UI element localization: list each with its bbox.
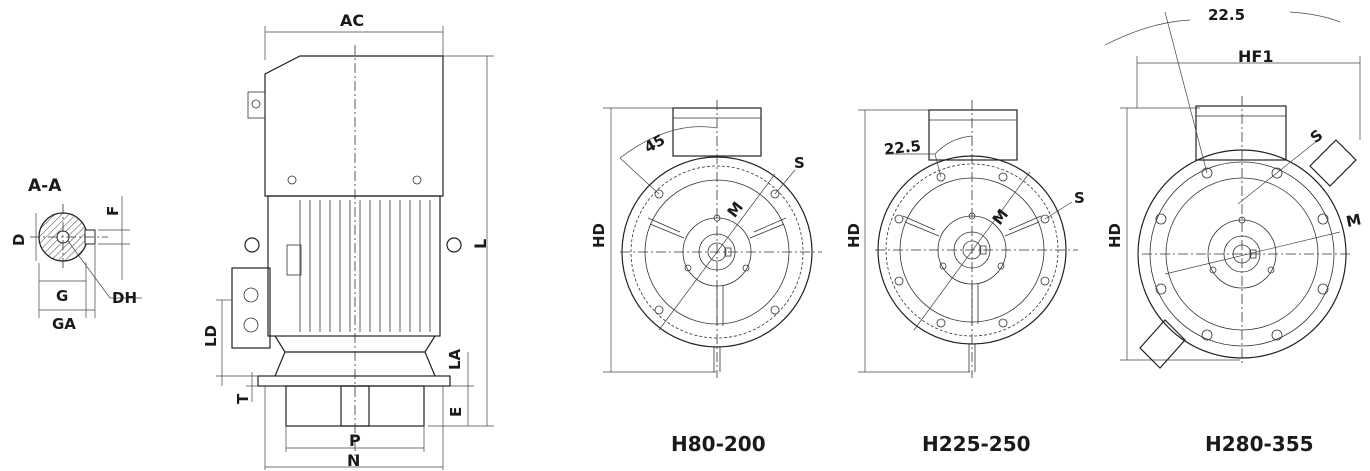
dim-s-leader xyxy=(774,169,796,195)
dim-g-label: G xyxy=(56,287,68,305)
angle-arc xyxy=(934,135,973,155)
lifting-eye-right xyxy=(446,237,462,253)
bolt-holes xyxy=(654,189,780,315)
angle-label: 45 xyxy=(641,131,668,157)
dim-m-label: M xyxy=(724,198,747,221)
cover-bracket-bolt xyxy=(251,99,261,109)
dim-d-label: D xyxy=(10,234,28,246)
drain-plug xyxy=(713,347,721,372)
dim-m-line xyxy=(658,173,776,331)
dim-dh-label: DH xyxy=(112,289,137,307)
output-shaft xyxy=(340,385,370,427)
dim-m-label: M xyxy=(989,206,1012,229)
bolt-holes xyxy=(1155,167,1329,341)
dim-hd-label: HD xyxy=(1106,223,1124,248)
front-view-h280-355: HF1 HD xyxy=(1104,6,1363,456)
cover-bracket xyxy=(247,91,266,119)
dim-m-line xyxy=(1164,231,1341,275)
dim-hd-label: HD xyxy=(845,223,863,248)
motor-frame xyxy=(267,195,441,337)
lifting-eye-left xyxy=(244,237,260,253)
bolt-holes xyxy=(894,172,1050,328)
angle-label: 22.5 xyxy=(1208,6,1245,24)
terminal-box xyxy=(928,109,1018,161)
end-shield xyxy=(274,335,436,353)
angle-arc xyxy=(619,126,718,159)
nameplate xyxy=(286,244,302,276)
fan-cover xyxy=(264,55,444,197)
terminal-box xyxy=(231,267,271,349)
dim-ld-label: LD xyxy=(202,325,220,347)
dim-hd-label: HD xyxy=(590,223,608,248)
lifting-arm-upper xyxy=(1309,139,1357,187)
dim-la-label: LA xyxy=(446,348,464,370)
cooling-fins xyxy=(299,200,431,332)
dim-s-label: S xyxy=(1074,189,1085,207)
caption: H280-355 xyxy=(1205,432,1314,456)
angle-arc-right xyxy=(1289,11,1341,23)
angle-label: 22.5 xyxy=(883,137,922,159)
section-title: A-A xyxy=(28,176,62,196)
front-view-h80-200: HD 45 M xyxy=(590,100,822,456)
dim-s-label: S xyxy=(794,154,805,172)
front-view-h225-250: HD 22.5 M S xyxy=(845,100,1085,456)
shaft-center xyxy=(707,242,727,262)
dim-n-label: N xyxy=(347,451,360,470)
drain-plug xyxy=(968,344,976,372)
cover-screw-1 xyxy=(287,175,297,185)
dim-f-label: F xyxy=(104,206,122,216)
dim-hf1-label: HF1 xyxy=(1238,47,1273,66)
section-view-a-a: A-A D F G GA DH xyxy=(10,176,142,333)
dim-t-label: T xyxy=(234,393,252,404)
angle-arc-left xyxy=(1104,19,1191,46)
terminal-box xyxy=(1195,105,1287,161)
angle-ray xyxy=(934,153,942,178)
mounting-flange xyxy=(257,375,451,387)
dim-m-label: M xyxy=(1344,210,1362,231)
dim-s-leader xyxy=(1044,201,1073,220)
angle-ray xyxy=(619,157,660,195)
dim-p-label: P xyxy=(349,431,361,450)
dim-s-leader xyxy=(1237,139,1319,205)
caption: H80-200 xyxy=(671,432,766,456)
dim-s-label: S xyxy=(1307,126,1327,147)
dim-ga-label: GA xyxy=(52,315,76,333)
dim-m-line xyxy=(913,171,1031,331)
dim-e-label: E xyxy=(447,407,465,417)
side-view: AC xyxy=(202,11,494,470)
cover-screw-2 xyxy=(412,175,422,185)
angle-ray xyxy=(1164,11,1208,174)
lifting-arm-lower xyxy=(1139,319,1186,369)
flange-neck xyxy=(274,351,436,377)
cable-gland-1 xyxy=(243,287,259,303)
caption: H225-250 xyxy=(922,432,1031,456)
dim-dh-leader xyxy=(67,240,111,299)
dim-ac-label: AC xyxy=(340,11,364,30)
dim-l-label: L xyxy=(471,239,490,249)
cable-gland-2 xyxy=(243,317,259,333)
